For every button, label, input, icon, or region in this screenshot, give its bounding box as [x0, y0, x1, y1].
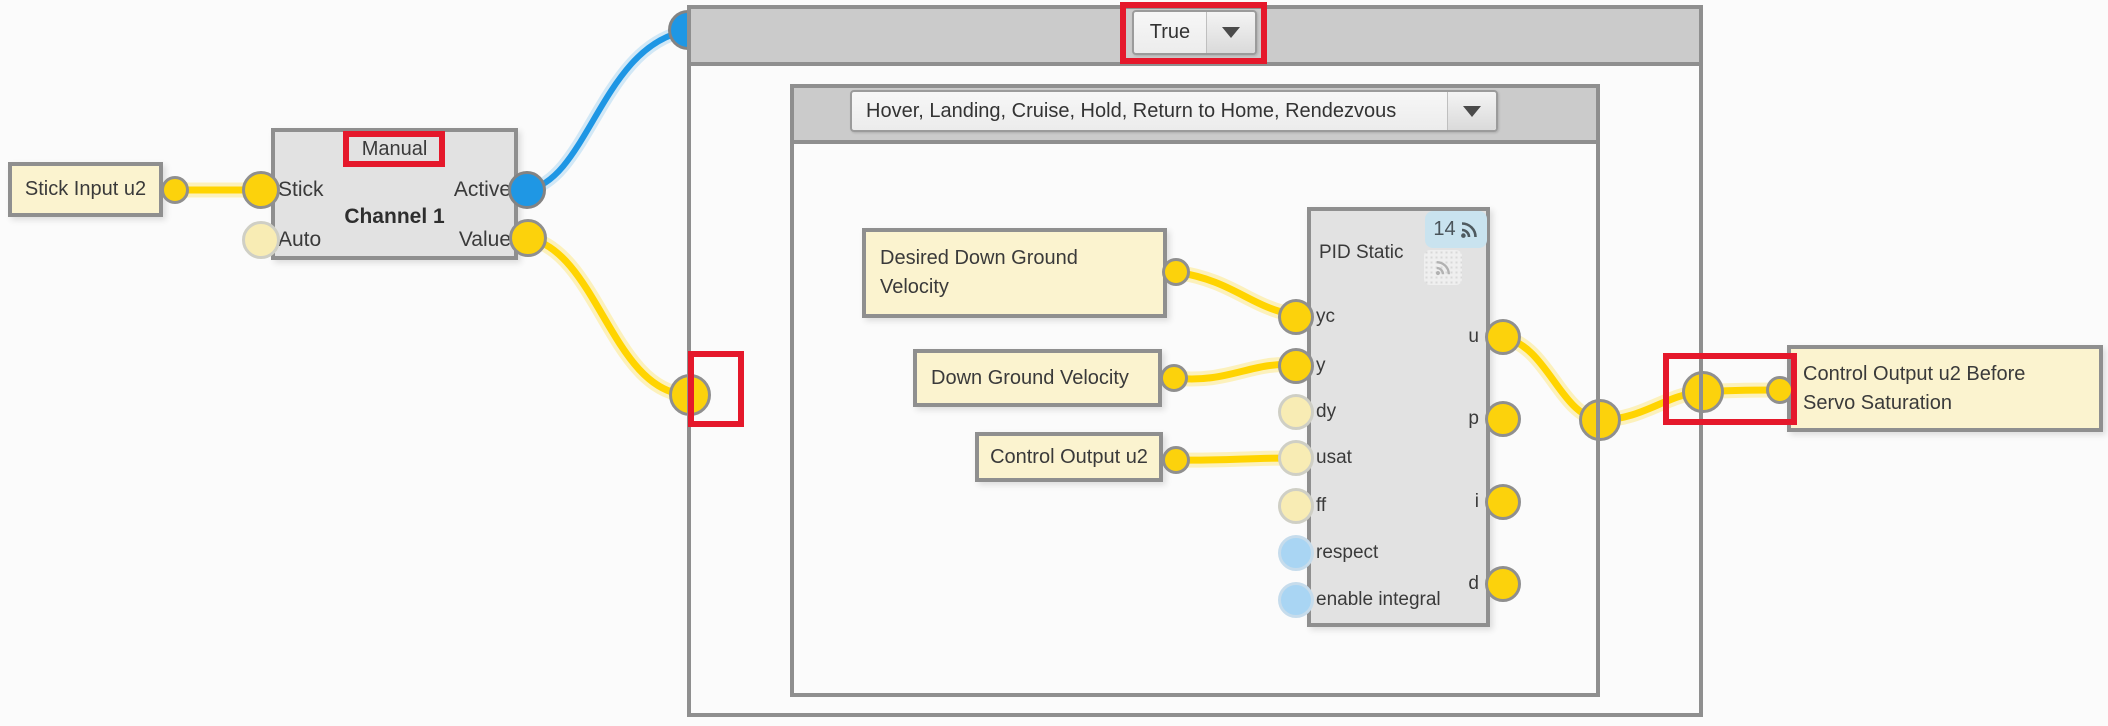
wire-active-to-container[interactable]	[520, 24, 693, 197]
measured-velocity-output-port[interactable]	[1160, 364, 1188, 392]
condition-dropdown-value: True	[1149, 21, 1191, 43]
channel-io-row-1: Stick Active	[278, 178, 511, 202]
channel-value-output-port[interactable]	[509, 219, 547, 257]
inner-container-right-port[interactable]	[1579, 399, 1621, 441]
pid-input-y-label: y	[1316, 355, 1326, 376]
control-output-output-port[interactable]	[1162, 446, 1190, 474]
pid-dy-port[interactable]	[1278, 394, 1314, 430]
chevron-down-icon	[1463, 105, 1481, 117]
outer-container-right-port[interactable]	[1682, 371, 1724, 413]
modes-dropdown-value: Hover, Landing, Cruise, Hold, Return to …	[866, 99, 1397, 122]
pid-yc-port[interactable]	[1278, 299, 1314, 335]
modes-dropdown[interactable]: Hover, Landing, Cruise, Hold, Return to …	[850, 90, 1498, 132]
channel-auto-input-port[interactable]	[242, 221, 280, 259]
telemetry-badge[interactable]: 14	[1425, 211, 1487, 248]
pid-respect-port[interactable]	[1278, 535, 1314, 571]
modes-dropdown-button[interactable]	[1447, 92, 1496, 130]
servo-saturation-label: Control Output u2 Before Servo Saturatio…	[1803, 362, 2026, 414]
pid-input-enable-integral-label: enable integral	[1316, 589, 1441, 610]
highlight-condition-dropdown	[1120, 2, 1267, 64]
pid-usat-port[interactable]	[1278, 440, 1314, 476]
pid-p-output-port[interactable]	[1485, 401, 1521, 437]
pid-u-output-port[interactable]	[1485, 319, 1521, 355]
pid-y-port[interactable]	[1278, 348, 1314, 384]
pid-i-output-port[interactable]	[1485, 484, 1521, 520]
channel-output-active-label: Active	[453, 178, 511, 201]
highlight-right-edge-ports	[1663, 353, 1797, 425]
desired-velocity-label-node[interactable]: Desired Down Ground Velocity	[862, 228, 1167, 318]
pid-input-yc-label: yc	[1316, 306, 1335, 327]
stick-input-label: Stick Input u2	[24, 178, 147, 200]
channel-io-row-2: Auto Value	[278, 228, 511, 252]
stick-input-output-port[interactable]	[161, 176, 189, 204]
channel-stick-input-port[interactable]	[242, 171, 280, 209]
channel-input-stick-label: Stick	[278, 178, 324, 201]
wire-value-to-container[interactable]	[520, 230, 696, 403]
channel-title: Channel 1	[344, 205, 445, 228]
servo-saturation-label-node[interactable]: Control Output u2 Before Servo Saturatio…	[1787, 345, 2103, 432]
stick-input-label-node[interactable]: Stick Input u2	[8, 162, 163, 217]
desired-velocity-label: Desired Down Ground Velocity	[880, 247, 1078, 298]
measured-velocity-label: Down Ground Velocity	[931, 366, 1129, 389]
channel-node[interactable]: Manual Stick Active Channel 1 Auto Value	[271, 128, 518, 260]
pid-output-p-label: p	[1468, 408, 1479, 429]
pid-title: PID Static	[1319, 242, 1404, 263]
pid-input-respect-label: respect	[1316, 542, 1379, 563]
pid-output-d-label: d	[1468, 573, 1479, 594]
rss-icon	[1435, 260, 1451, 275]
highlight-left-edge-port	[688, 351, 744, 427]
highlight-manual-mode	[343, 131, 445, 167]
pid-input-usat-label: usat	[1316, 447, 1352, 468]
rss-icon	[1460, 221, 1477, 238]
channel-active-output-port[interactable]	[508, 171, 546, 209]
channel-output-value-label: Value	[458, 228, 511, 251]
pid-enable-integral-port[interactable]	[1278, 582, 1314, 618]
control-output-label-node[interactable]: Control Output u2	[975, 432, 1163, 482]
pid-input-dy-label: dy	[1316, 401, 1337, 422]
chevron-down-icon	[1222, 27, 1240, 38]
pid-output-i-label: i	[1474, 491, 1479, 512]
servo-saturation-input-port[interactable]	[1766, 376, 1794, 404]
condition-dropdown[interactable]: True	[1132, 10, 1257, 55]
channel-input-auto-label: Auto	[278, 228, 322, 251]
pid-ff-port[interactable]	[1278, 488, 1314, 524]
desired-velocity-output-port[interactable]	[1162, 258, 1190, 286]
channel-mode-label[interactable]: Manual	[361, 138, 428, 160]
measured-velocity-label-node[interactable]: Down Ground Velocity	[913, 349, 1162, 407]
condition-dropdown-button[interactable]	[1206, 12, 1255, 53]
telemetry-toggle[interactable]	[1424, 250, 1462, 285]
pid-static-node[interactable]: PID Static 14 yc y dy usat ff respect en…	[1307, 207, 1490, 627]
pid-output-u-label: u	[1468, 326, 1479, 347]
telemetry-count: 14	[1433, 218, 1456, 240]
pid-d-output-port[interactable]	[1485, 566, 1521, 602]
pid-input-ff-label: ff	[1316, 495, 1327, 516]
control-output-label: Control Output u2	[990, 445, 1148, 468]
